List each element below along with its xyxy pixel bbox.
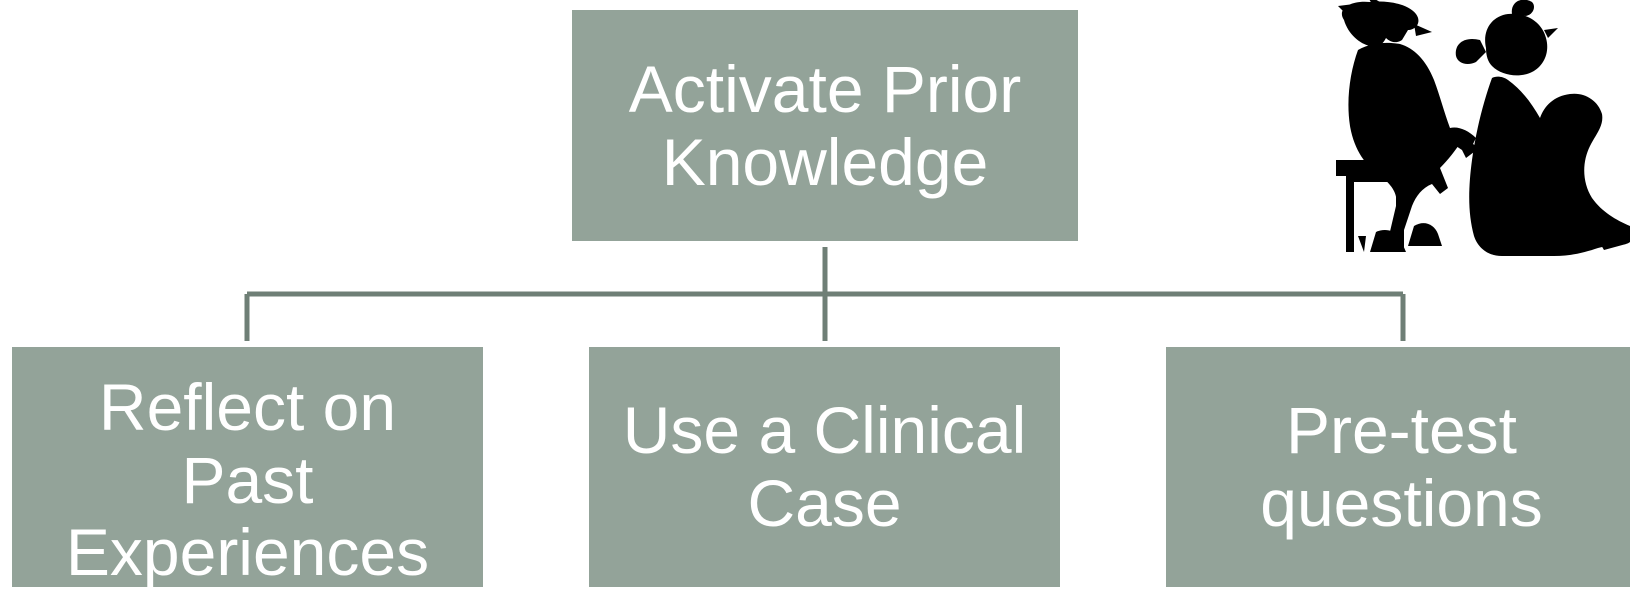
child-node-use-a-clinical-case: Use a Clinical Case	[589, 347, 1060, 587]
child-node-pre-test-questions: Pre-test questions	[1166, 347, 1630, 587]
child-node-label: Reflect on Past Experiences	[65, 370, 430, 589]
child-node-reflect-on-past-experiences: Reflect on Past Experiences	[12, 347, 483, 589]
root-node-label: Activate Prior Knowledge	[628, 51, 1022, 199]
root-node-activate-prior-knowledge: Activate Prior Knowledge	[572, 10, 1078, 241]
silhouette-two-figures-icon	[1336, 0, 1630, 256]
child-node-label: Use a Clinical Case	[622, 393, 1027, 540]
child-node-label: Pre-test questions	[1260, 393, 1543, 540]
